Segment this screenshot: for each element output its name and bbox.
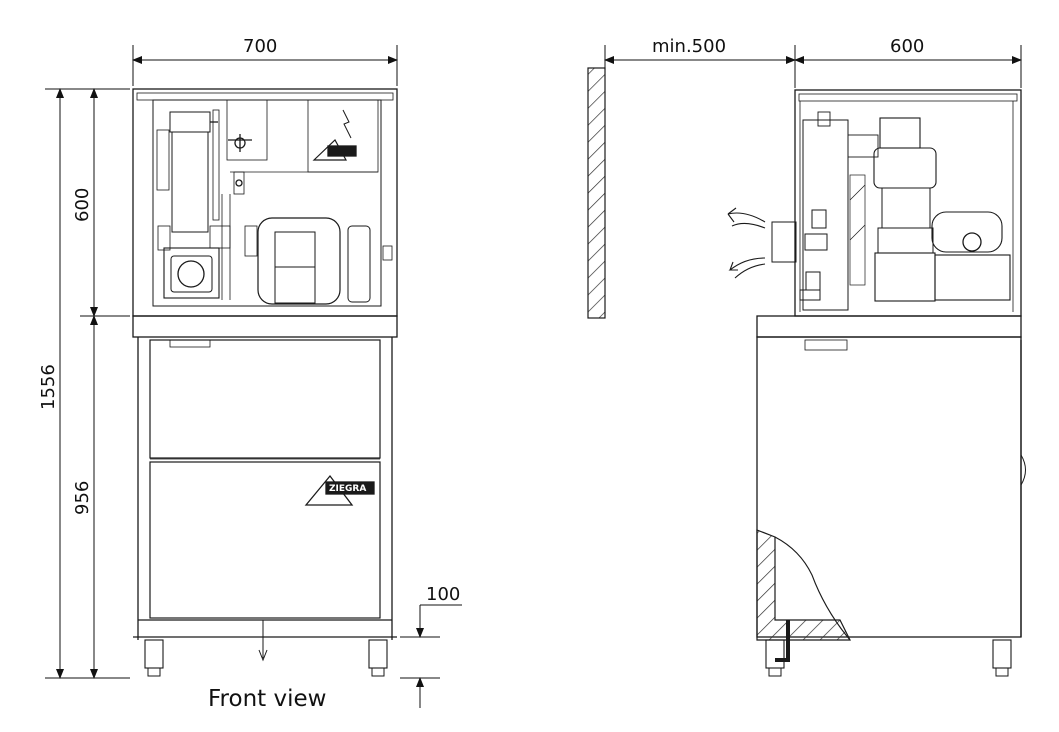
side-dimensions bbox=[604, 45, 1022, 88]
side-view bbox=[756, 89, 1022, 677]
svg-text:ZIEGRA: ZIEGRA bbox=[329, 484, 366, 494]
drain-pipe bbox=[775, 620, 790, 662]
front-dimensions bbox=[45, 45, 462, 708]
dim-base-height: 956 bbox=[72, 481, 93, 515]
compressor bbox=[257, 217, 341, 305]
side-top-cabinet bbox=[794, 89, 1022, 317]
dim-side-depth: 600 bbox=[890, 36, 924, 57]
side-base-cabinet bbox=[756, 336, 1022, 638]
dim-leg-height: 100 bbox=[426, 584, 460, 605]
front-view: ZIEGRA bbox=[132, 88, 398, 677]
dim-top-height: 600 bbox=[72, 188, 93, 222]
front-view-caption: Front view bbox=[208, 686, 326, 712]
dim-front-width: 700 bbox=[243, 36, 277, 57]
front-upper-door bbox=[149, 339, 381, 459]
dim-wall-clearance: min.500 bbox=[652, 36, 726, 57]
wall bbox=[587, 67, 606, 319]
cutaway-insulation bbox=[756, 529, 851, 641]
ziegra-logo-door: ZIEGRA bbox=[304, 474, 375, 506]
front-lower-door bbox=[149, 461, 381, 619]
airflow-arrows bbox=[727, 207, 766, 279]
front-top-cabinet bbox=[132, 88, 398, 317]
dim-total-height: 1556 bbox=[38, 364, 59, 410]
ziegra-logo-top bbox=[312, 109, 357, 161]
